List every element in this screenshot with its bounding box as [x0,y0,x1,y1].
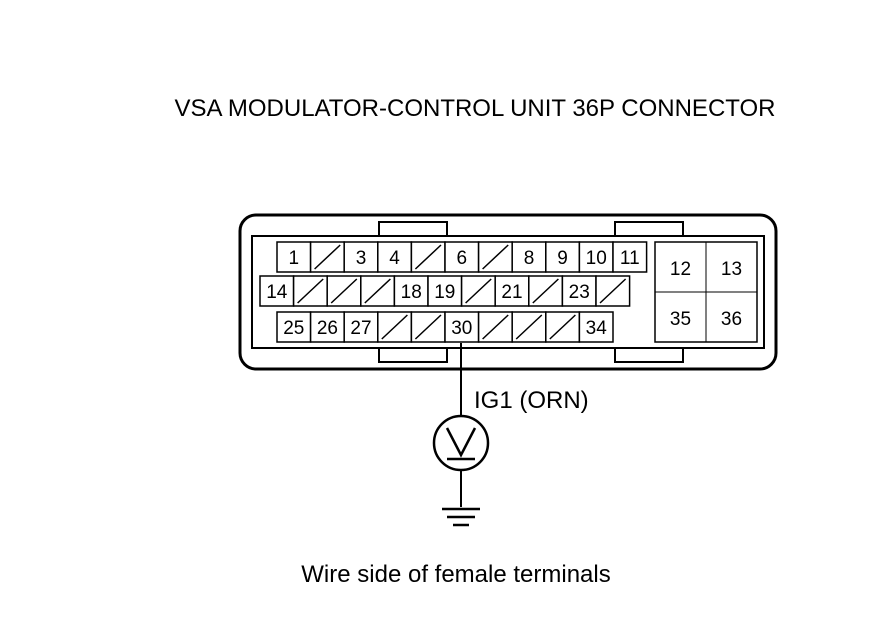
latch-tab [614,221,684,237]
empty-slot-slash [465,278,492,304]
terminal-1: 1 [276,241,312,273]
terminal-empty [309,241,345,273]
terminal-empty [292,275,328,307]
terminal-30: 30 [444,311,480,343]
latch-tab [378,221,448,237]
empty-slot-slash [482,244,509,270]
terminal-number: 14 [266,282,288,303]
terminal-21: 21 [494,275,530,307]
terminal-number: 10 [586,248,607,269]
terminal-empty [460,275,496,307]
terminal-26: 26 [309,311,345,343]
empty-slot-slash [549,314,576,340]
terminal-number: 25 [283,318,304,339]
terminal-empty [377,311,413,343]
terminal-number: 3 [356,248,367,269]
terminal-side-block: 12 13 35 36 [654,241,758,343]
terminal-9: 9 [545,241,581,273]
terminal-empty [477,241,513,273]
terminal-number: 34 [586,318,608,339]
terminal-number: 18 [401,282,422,303]
terminal-34: 34 [578,311,614,343]
empty-slot-slash [364,278,391,304]
terminal-19: 19 [427,275,463,307]
terminal-18: 18 [393,275,429,307]
terminal-empty [326,275,362,307]
terminal-empty [511,311,547,343]
terminal-empty [360,275,396,307]
terminal-number: 19 [434,282,455,303]
terminal-number: 23 [569,282,590,303]
terminal-number: 36 [721,309,742,330]
empty-slot-slash [515,314,543,340]
terminal-number: 4 [389,248,400,269]
terminal-36: 36 [705,291,758,343]
terminal-number: 26 [317,318,338,339]
caption: Wire side of female terminals [301,561,610,588]
terminal-empty [528,275,564,307]
empty-slot-slash [414,314,442,340]
terminal-25: 25 [276,311,312,343]
empty-slot-slash [532,278,559,304]
terminal-number: 27 [350,318,371,339]
latch-tab [614,347,684,363]
terminal-empty [410,311,446,343]
terminal-6: 6 [444,241,480,273]
terminal-empty [545,311,581,343]
terminal-11: 11 [612,241,648,273]
terminal-14: 14 [259,275,295,307]
diagram-title: VSA MODULATOR-CONTROL UNIT 36P CONNECTOR [175,95,776,122]
empty-slot-slash [414,244,442,270]
terminal-4: 4 [377,241,413,273]
terminal-number: 9 [557,248,568,269]
terminal-number: 13 [721,259,742,280]
empty-slot-slash [381,314,408,340]
terminal-number: 12 [670,259,691,280]
voltmeter-icon [432,414,490,472]
terminal-23: 23 [561,275,597,307]
empty-slot-slash [482,314,509,340]
terminal-number: 6 [457,248,468,269]
latch-tab [378,347,448,363]
empty-slot-slash [330,278,358,304]
terminal-number: 11 [620,248,640,269]
empty-slot-slash [599,278,627,304]
terminal-number: 21 [501,282,522,303]
terminal-3: 3 [343,241,379,273]
terminal-empty [477,311,513,343]
terminal-number: 30 [451,318,472,339]
wire-label: IG1 (ORN) [474,387,589,414]
empty-slot-slash [314,244,341,270]
ground-icon [442,507,480,527]
terminal-number: 8 [524,248,535,269]
terminal-27: 27 [343,311,379,343]
terminal-number: 35 [670,309,691,330]
terminal-empty [410,241,446,273]
terminal-8: 8 [511,241,547,273]
terminal-10: 10 [578,241,614,273]
terminal-empty [595,275,631,307]
empty-slot-slash [297,278,324,304]
terminal-number: 1 [289,248,300,269]
